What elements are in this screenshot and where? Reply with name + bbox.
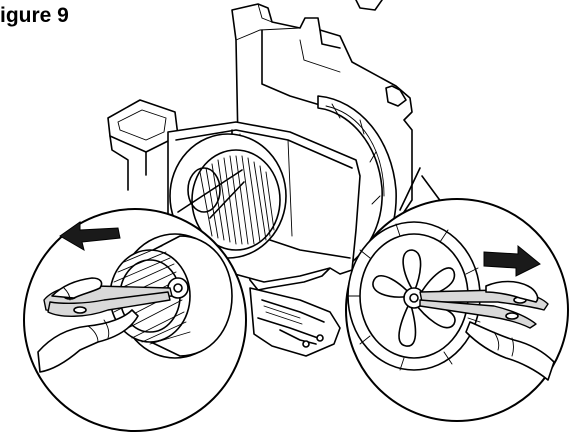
right-hand-upper xyxy=(485,280,539,303)
left-hand-lower xyxy=(37,309,139,373)
fan-blade-2 xyxy=(402,249,422,293)
left-detail-blower-wheel xyxy=(23,208,247,432)
pull-arrow-left-icon xyxy=(59,221,121,252)
left-hand-upper xyxy=(51,277,103,299)
right-hand-lower xyxy=(465,321,555,381)
blower-housing xyxy=(107,0,413,357)
fan-blade-5 xyxy=(398,301,417,347)
right-detail-fan-blade xyxy=(345,198,569,422)
top-strap xyxy=(355,0,383,11)
fan-blade-1 xyxy=(372,274,413,298)
pull-arrow-right-icon xyxy=(483,244,541,277)
right-pliers-jaw-lower xyxy=(419,299,537,329)
mounted-blower-vanes xyxy=(199,155,275,245)
figure-title: igure 9 xyxy=(0,4,69,27)
